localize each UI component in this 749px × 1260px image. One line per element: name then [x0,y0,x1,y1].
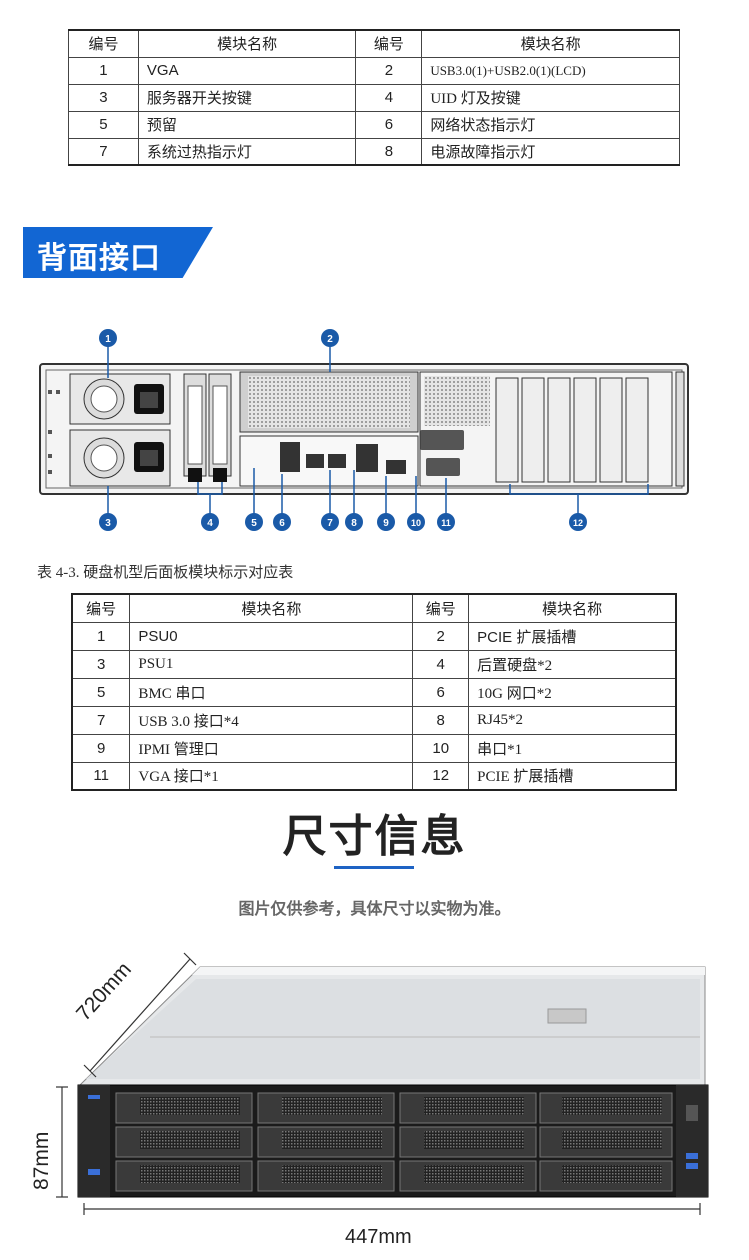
table-cell: 系统过热指示灯 [137,137,357,166]
table-cell: PCIE 扩展插槽 [468,761,677,791]
table-row: 1 VGA 2 USB3.0(1)+USB2.0(1)(LCD) [68,56,680,85]
table-cell: 电源故障指示灯 [421,137,680,166]
callout-9: 9 [377,513,395,531]
header-cell: 编号 [68,29,139,58]
table-cell: 3 [68,83,139,112]
header-cell: 编号 [71,593,131,623]
svg-text:3: 3 [105,518,111,529]
svg-text:12: 12 [573,518,583,528]
table-cell: BMC 串口 [129,677,414,707]
svg-text:9: 9 [383,518,389,529]
table-cell: 后置硬盘*2 [468,649,677,679]
header-cell: 模块名称 [137,29,357,58]
table-cell: PSU1 [129,649,414,679]
svg-text:4: 4 [207,518,213,529]
callout-12: 12 [569,513,587,531]
callout-7: 7 [321,513,339,531]
table-caption: 表 4-3. 硬盘机型后面板模块标示对应表 [37,565,294,581]
callout-5: 5 [245,513,263,531]
table-cell: 3 [71,649,131,679]
rear-panel-diagram: 1 2 3 4 5 6 7 8 9 10 11 12 [39,329,689,531]
table-cell: 10G 网口*2 [468,677,677,707]
height-label: 87mm [30,1131,53,1190]
header-cell: 模块名称 [129,593,414,623]
table-cell: 10 [412,733,470,763]
header-cell: 模块名称 [421,29,680,58]
callout-10: 10 [407,513,425,531]
callout-8: 8 [345,513,363,531]
table-row: 5 BMC 串口 6 10G 网口*2 [71,677,677,707]
svg-text:5: 5 [251,518,257,529]
svg-text:6: 6 [279,518,285,529]
table-header-row: 编号 模块名称 编号 模块名称 [68,29,680,58]
table-cell: 7 [71,705,131,735]
callout-11: 11 [437,513,455,531]
table-row: 7 USB 3.0 接口*4 8 RJ45*2 [71,705,677,735]
table-cell: 1 [71,621,131,651]
table-row: 9 IPMI 管理口 10 串口*1 [71,733,677,763]
rear-drive-bay [183,373,232,482]
section-banner: 背面接口 [23,227,213,278]
table-cell: RJ45*2 [468,705,677,735]
table-cell: 8 [355,137,423,166]
svg-text:2: 2 [327,334,333,345]
table-cell: 11 [71,761,131,791]
table-cell: 服务器开关按键 [137,83,357,112]
table-cell: 4 [412,649,470,679]
callout-1: 1 [99,329,117,347]
table-cell: 6 [355,110,423,139]
table-cell: 2 [355,56,423,85]
dimension-note: 图片仅供参考，具体尺寸以实物为准。 [238,899,511,918]
table-cell: 网络状态指示灯 [421,110,680,139]
table-header-row: 编号 模块名称 编号 模块名称 [71,593,677,623]
callout-2: 2 [321,329,339,347]
header-cell: 编号 [412,593,470,623]
rear-module-table: 编号 模块名称 编号 模块名称 1 PSU0 2 PCIE 扩展插槽 3 PSU… [71,593,677,791]
svg-text:7: 7 [327,518,333,529]
table-cell: 6 [412,677,470,707]
table-cell: PCIE 扩展插槽 [468,621,677,651]
header-cell: 编号 [355,29,423,58]
table-row: 3 服务器开关按键 4 UID 灯及按键 [68,83,680,112]
table-row: 5 预留 6 网络状态指示灯 [68,110,680,139]
table-cell: 12 [412,761,470,791]
psu-module [69,373,171,425]
table-cell: 8 [412,705,470,735]
server-illustration [56,952,709,1215]
table-cell: 4 [355,83,423,112]
table-cell: VGA [137,56,357,85]
dimension-section-title: 尺寸信息 [282,811,467,862]
table-cell: VGA 接口*1 [129,761,414,791]
front-module-table: 编号 模块名称 编号 模块名称 1 VGA 2 USB3.0(1)+USB2.0… [68,29,680,166]
table-cell: 2 [412,621,470,651]
table-cell: USB 3.0 接口*4 [129,705,414,735]
table-cell: 预留 [137,110,357,139]
callout-4: 4 [201,513,219,531]
table-cell: 5 [68,110,139,139]
callout-3: 3 [99,513,117,531]
table-cell: 5 [71,677,131,707]
table-cell: PSU0 [129,621,414,651]
table-row: 7 系统过热指示灯 8 电源故障指示灯 [68,137,680,166]
svg-text:1: 1 [105,334,111,345]
callout-6: 6 [273,513,291,531]
table-cell: 9 [71,733,131,763]
table-cell: USB3.0(1)+USB2.0(1)(LCD) [421,56,680,85]
table-cell: 7 [68,137,139,166]
table-row: 1 PSU0 2 PCIE 扩展插槽 [71,621,677,651]
section-banner-title: 背面接口 [37,241,161,276]
svg-text:10: 10 [411,518,421,528]
table-cell: 1 [68,56,139,85]
header-cell: 模块名称 [468,593,677,623]
table-cell: 串口*1 [468,733,677,763]
title-underline [334,866,414,869]
table-cell: IPMI 管理口 [129,733,414,763]
psu-module [69,429,171,487]
table-row: 11 VGA 接口*1 12 PCIE 扩展插槽 [71,761,677,791]
table-row: 3 PSU1 4 后置硬盘*2 [71,649,677,679]
table-cell: UID 灯及按键 [421,83,680,112]
svg-text:8: 8 [351,518,357,529]
svg-text:11: 11 [441,518,451,528]
width-label: 447mm [345,1226,412,1248]
